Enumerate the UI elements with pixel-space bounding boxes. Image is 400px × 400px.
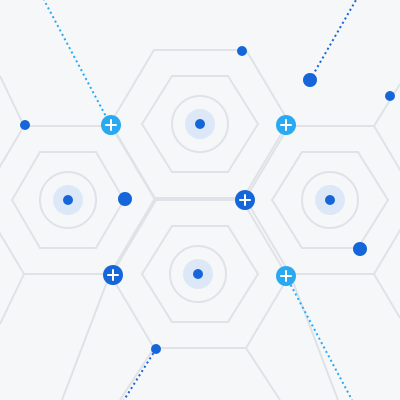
hexagon-bottom-tail-left xyxy=(119,347,155,400)
plus-icon xyxy=(235,190,255,210)
dot-icon xyxy=(151,344,161,354)
plus-icon xyxy=(103,265,123,285)
dotted-line-top-right xyxy=(309,0,357,81)
dotted-line-bottom-left xyxy=(123,348,157,400)
dotted-connectors xyxy=(43,0,357,400)
hexagon-top-inner xyxy=(140,75,260,173)
dot-icon xyxy=(385,91,395,101)
ring-outer xyxy=(171,95,229,153)
dot-icon xyxy=(63,195,73,205)
plus-icon xyxy=(101,115,121,135)
hexagon-bottom-left-edge xyxy=(61,273,111,400)
dot-icon xyxy=(20,120,30,130)
plus-icon xyxy=(276,115,296,135)
inner-hexagons xyxy=(10,75,390,323)
dot-icon xyxy=(118,192,132,206)
dot-icon xyxy=(303,73,317,87)
dot-icon xyxy=(237,46,247,56)
ring-top xyxy=(171,95,229,153)
hexagon-far-left-bottom xyxy=(0,273,25,325)
center-rings xyxy=(39,95,359,303)
ring-left xyxy=(39,171,97,229)
hexagon-bottom-right-edge xyxy=(289,273,339,400)
nodes xyxy=(20,46,395,354)
dotted-line-bottom-right xyxy=(285,275,353,400)
dot-icon xyxy=(325,195,335,205)
plus-connectors xyxy=(101,115,296,286)
dot-icon xyxy=(195,119,205,129)
ring-outer xyxy=(39,171,97,229)
hexagon-far-left-top xyxy=(0,75,25,127)
ring-outer xyxy=(169,245,227,303)
hexagon-left-inner xyxy=(10,151,126,249)
hexagon-far-right-bottom xyxy=(373,273,400,319)
dot-icon xyxy=(193,269,203,279)
ring-bottom xyxy=(169,245,227,303)
ring-right xyxy=(301,171,359,229)
ring-outer xyxy=(301,171,359,229)
dot-icon xyxy=(353,242,367,256)
hexagon-bottom-tail-right xyxy=(245,347,281,400)
dotted-line-top-left xyxy=(43,0,111,125)
hexagon-far-right-top xyxy=(373,83,400,127)
hexagon-bottom-inner xyxy=(140,225,260,323)
plus-icon xyxy=(276,266,296,286)
